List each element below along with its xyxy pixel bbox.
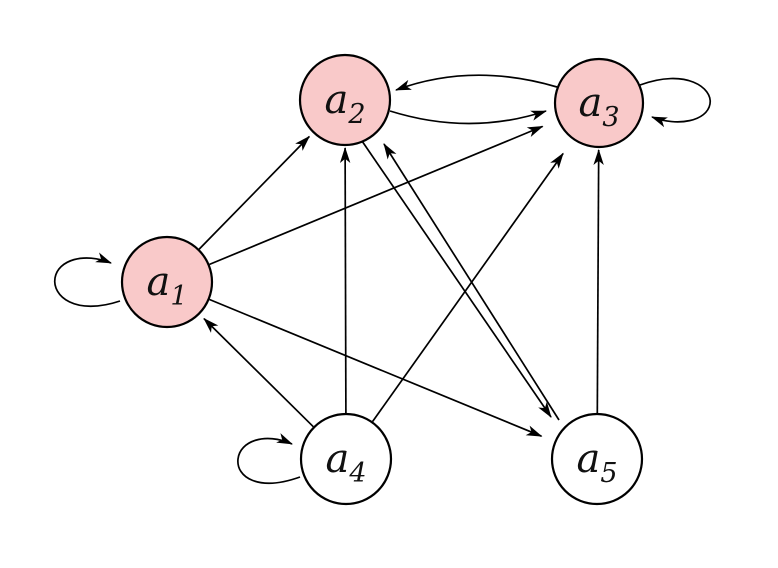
node-circle-a5 [550, 412, 644, 506]
edge-a3-a2 [395, 74, 558, 91]
node-a3: a3 [553, 57, 645, 149]
node-label-a5: a5 [576, 436, 617, 489]
edge-a1-a5 [209, 298, 543, 437]
node-a1: a1 [120, 235, 214, 329]
node-layer: a1 a2 a3 a4 a5 [120, 53, 645, 506]
node-label-a2: a2 [324, 77, 365, 130]
self-loop-a3 [639, 77, 711, 128]
node-label-a4: a4 [325, 436, 366, 489]
edge-a5-a3 [593, 149, 604, 414]
edge-a2-a5 [361, 140, 552, 418]
node-circle-a4 [299, 412, 393, 506]
node-circle-a1 [120, 235, 214, 329]
self-loop-a1 [54, 252, 121, 307]
edge-a4-a1 [203, 317, 314, 428]
edge-layer [54, 74, 711, 484]
edge-a4-a2 [339, 147, 351, 414]
edge-a4-a3 [371, 152, 564, 422]
node-label-a1: a1 [146, 259, 187, 312]
node-a2: a2 [298, 53, 392, 147]
node-circle-a3 [553, 57, 645, 149]
self-loop-a4 [237, 433, 301, 484]
node-circle-a2 [298, 53, 392, 147]
node-label-a3: a3 [578, 80, 619, 133]
node-a4: a4 [299, 412, 393, 506]
edge-a1-a2 [198, 135, 310, 250]
edge-a2-a3 [389, 110, 547, 125]
edge-a1-a3 [209, 125, 544, 266]
node-a5: a5 [550, 412, 644, 506]
